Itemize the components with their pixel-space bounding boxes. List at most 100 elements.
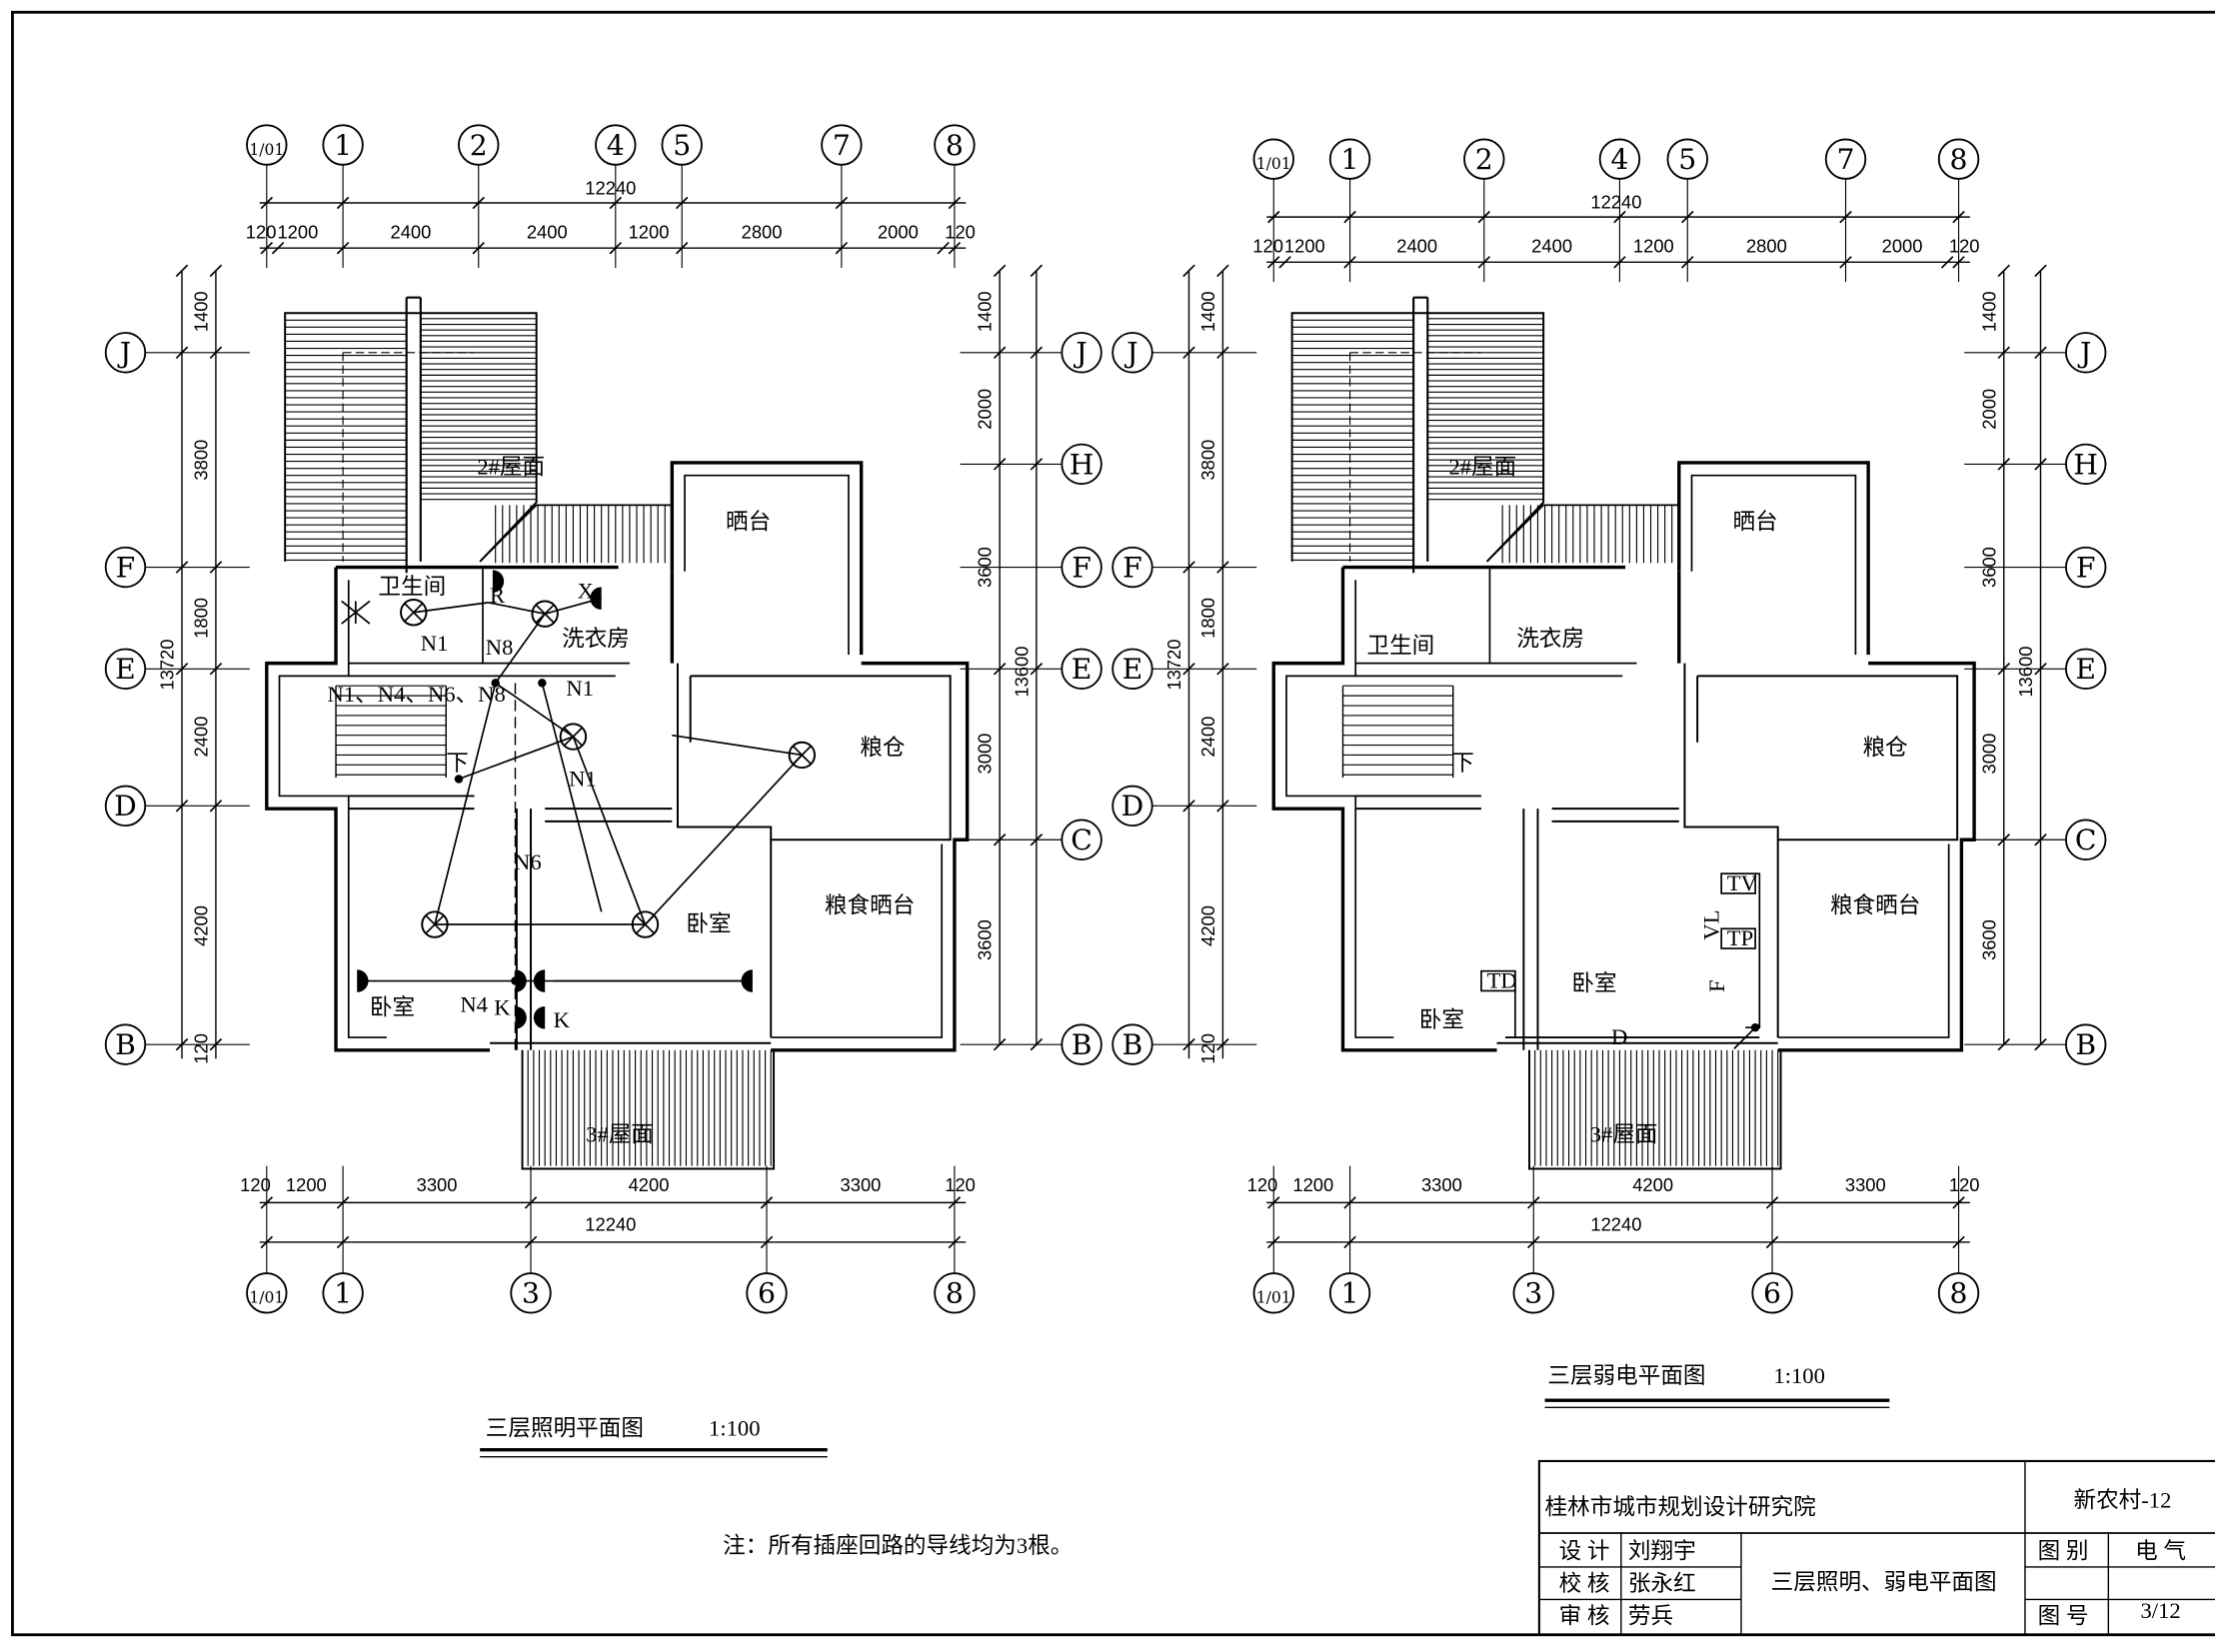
weak-outlet-box	[1480, 969, 1516, 992]
dimension-text: 3800	[1197, 440, 1218, 481]
dimension-text: 12240	[585, 178, 636, 199]
dimension-text: 120	[190, 1033, 211, 1064]
d-line-label: D	[1611, 1024, 1627, 1049]
title-block: 桂林市城市规划设计研究院 新农村-12 设 计 校 核 审 核 刘翔宇 张永红 …	[1537, 1459, 2215, 1636]
axis-left-J	[104, 332, 147, 374]
axis-left-D-label: D	[114, 790, 137, 823]
axis-bottom-6	[1751, 1272, 1793, 1314]
dimension-text: 13720	[1163, 640, 1184, 691]
dimension-text: 4200	[1632, 1174, 1673, 1195]
junction-dot	[491, 679, 500, 688]
bedroom-right-label: 卧室	[686, 911, 731, 936]
axis-right-F-label: F	[1072, 551, 1092, 584]
dimension-text: 3600	[975, 547, 996, 588]
dimension-text: 2000	[1978, 389, 1999, 430]
vl-riser-label: VL	[1698, 909, 1723, 939]
role-design: 设 计	[1559, 1538, 1610, 1563]
axis-top-5	[661, 124, 703, 166]
f-riser-label: F	[1704, 979, 1729, 992]
dimension-text: 2000	[1882, 235, 1923, 256]
axis-top-8-label: 8	[1950, 143, 1968, 176]
roof2-label: 2#屋面	[477, 454, 545, 479]
axis-right-C-label: C	[1071, 824, 1093, 856]
category-label: 图 别	[2038, 1538, 2089, 1563]
axis-top-4	[1598, 138, 1641, 180]
axis-left-E	[104, 648, 147, 690]
axis-left-B-label: B	[1122, 1028, 1143, 1061]
dimension-text: 3300	[417, 1174, 458, 1195]
dimension-text: 1200	[1292, 1174, 1333, 1195]
wire-n6-label: N6	[514, 849, 542, 874]
dimension-text: 120	[945, 221, 976, 242]
axis-top-5	[1666, 138, 1708, 180]
axis-top-1-label: 1	[334, 129, 352, 162]
axis-top-1/01-label: 1/01	[1256, 155, 1291, 173]
dimension-text: 1400	[1197, 291, 1218, 332]
dimension-text: 120	[240, 1174, 271, 1195]
axis-top-5-label: 5	[1678, 143, 1696, 176]
axis-top-4	[595, 124, 637, 166]
mark-k1: K	[494, 994, 511, 1019]
axis-left-F-label: F	[1122, 551, 1142, 584]
axis-right-C	[2065, 819, 2107, 860]
td-outlet-label: TD	[1487, 968, 1517, 993]
junction-dot	[511, 976, 520, 985]
dimension-text: 13600	[2015, 647, 2036, 698]
axis-right-H-label: H	[1070, 448, 1095, 481]
dimension-text: 13720	[157, 640, 178, 691]
axis-left-E-label: E	[1122, 653, 1143, 686]
axis-top-8	[1937, 138, 1980, 180]
junction-dot	[538, 679, 547, 688]
axis-top-7	[821, 124, 863, 166]
axis-right-E	[2065, 648, 2107, 690]
dimension-text: 4200	[1197, 905, 1218, 946]
ceiling-lamp	[400, 599, 428, 627]
dimension-text: 3600	[1978, 547, 1999, 588]
axis-left-D	[104, 785, 147, 827]
axis-top-4-label: 4	[1610, 143, 1628, 176]
wire-n1-label: N1	[421, 631, 449, 656]
dimension-text: 1200	[1633, 235, 1674, 256]
weak-outlet-box	[1720, 872, 1756, 894]
dimension-text: 2000	[878, 221, 919, 242]
role-check: 校 核	[1559, 1571, 1610, 1596]
weak-plan-scale: 1:100	[1773, 1363, 1824, 1388]
axis-top-2	[1463, 138, 1505, 180]
dimension-text: 2800	[742, 221, 783, 242]
axis-right-B-label: B	[2075, 1028, 2096, 1061]
dimension-text: 13600	[1011, 647, 1032, 698]
reviewer-name: 劳兵	[1628, 1603, 1673, 1628]
axis-left-D-label: D	[1121, 790, 1144, 823]
axis-bottom-6-label: 6	[1763, 1277, 1781, 1310]
tv-outlet-label: TV	[1727, 870, 1758, 895]
checker-name: 张永红	[1628, 1571, 1696, 1596]
axis-top-8-label: 8	[946, 129, 964, 162]
category-value: 电 气	[2135, 1538, 2186, 1563]
axis-top-7-label: 7	[833, 129, 851, 162]
dimension-text: 120	[945, 1174, 976, 1195]
junction-dot	[454, 775, 464, 784]
dimension-text: 12240	[1590, 192, 1641, 213]
dimension-text: 4200	[190, 905, 211, 946]
dimension-text: 3000	[975, 734, 996, 775]
axis-right-E-label: E	[1072, 653, 1093, 686]
axis-top-5-label: 5	[673, 129, 691, 162]
axis-left-D	[1111, 785, 1153, 827]
dimension-text: 3800	[190, 440, 211, 481]
dimension-text: 3600	[1978, 919, 1999, 960]
axis-left-J	[1111, 332, 1153, 374]
axis-left-B	[104, 1023, 147, 1065]
laundry-label: 洗衣房	[1516, 627, 1584, 652]
axis-bottom-1-label: 1	[1341, 1277, 1359, 1310]
axis-left-F-label: F	[116, 551, 136, 584]
axis-bottom-8-label: 8	[946, 1277, 964, 1310]
lighting-wire-labels: N1 N8 N1 N1、N4、N6、N8 N1 N6 N4 R X K K	[328, 579, 597, 1033]
axis-right-H	[2065, 443, 2107, 486]
axis-right-J	[1061, 332, 1103, 374]
axis-left-B-label: B	[115, 1028, 136, 1061]
axis-bottom-8-label: 8	[1950, 1277, 1968, 1310]
lighting-plan-title-text: 三层照明平面图	[486, 1416, 644, 1441]
